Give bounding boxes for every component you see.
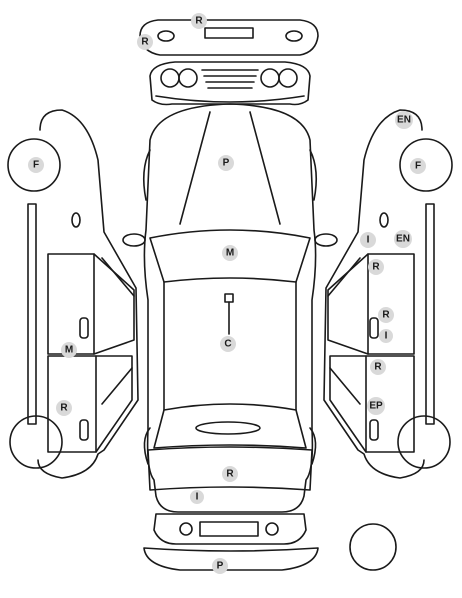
svg-text:R: R bbox=[195, 16, 203, 27]
svg-text:P: P bbox=[223, 158, 230, 169]
svg-text:F: F bbox=[33, 160, 39, 171]
svg-text:C: C bbox=[224, 339, 231, 350]
badge-right-front-door-handle[interactable]: R bbox=[378, 307, 394, 323]
badge-right-front-door-handle-lower[interactable]: I bbox=[379, 329, 393, 343]
right-side-view bbox=[323, 109, 453, 479]
badge-left-side-pillar[interactable]: M bbox=[61, 342, 77, 358]
svg-text:R: R bbox=[141, 37, 149, 48]
svg-text:R: R bbox=[382, 310, 390, 321]
svg-text:R: R bbox=[226, 469, 234, 480]
badge-right-mirror-area[interactable]: I bbox=[360, 232, 376, 248]
svg-text:R: R bbox=[374, 362, 382, 373]
car-body-top-view bbox=[122, 103, 338, 513]
badge-trunk[interactable]: R bbox=[222, 466, 238, 482]
badge-rear-bumper-top[interactable]: R bbox=[191, 13, 207, 29]
svg-text:I: I bbox=[196, 492, 199, 503]
svg-text:EN: EN bbox=[397, 115, 411, 126]
svg-text:F: F bbox=[415, 161, 421, 172]
svg-text:EP: EP bbox=[369, 401, 383, 412]
badge-roof[interactable]: C bbox=[220, 336, 236, 352]
badge-left-rear-door[interactable]: R bbox=[56, 400, 72, 416]
badge-left-front-wheel[interactable]: F bbox=[28, 157, 44, 173]
badge-rear-bumper-left[interactable]: R bbox=[137, 34, 153, 50]
badge-right-front-wheel[interactable]: F bbox=[410, 158, 426, 174]
svg-text:P: P bbox=[217, 561, 224, 572]
rear-bumper-view bbox=[139, 19, 319, 56]
badge-front-bumper[interactable]: P bbox=[212, 558, 228, 574]
badge-windshield[interactable]: M bbox=[222, 245, 238, 261]
svg-text:I: I bbox=[385, 331, 388, 342]
badge-right-front-door-upper[interactable]: R bbox=[368, 259, 384, 275]
svg-text:EN: EN bbox=[396, 234, 410, 245]
badge-right-rear-door-lower[interactable]: EP bbox=[367, 397, 385, 415]
svg-text:R: R bbox=[372, 262, 380, 273]
svg-text:M: M bbox=[226, 248, 234, 259]
badge-right-fender-lower[interactable]: EN bbox=[394, 230, 412, 248]
front-bumper-view bbox=[143, 513, 319, 571]
badge-hood[interactable]: P bbox=[218, 155, 234, 171]
rear-panel-view bbox=[149, 61, 311, 106]
svg-text:I: I bbox=[367, 235, 370, 246]
spare-wheel bbox=[349, 523, 397, 571]
left-side-view bbox=[7, 109, 139, 479]
svg-text:M: M bbox=[65, 345, 73, 356]
badge-right-fender-top[interactable]: EN bbox=[395, 111, 413, 129]
svg-text:R: R bbox=[60, 403, 68, 414]
badge-right-rear-door[interactable]: R bbox=[370, 359, 386, 375]
badge-rear-lower[interactable]: I bbox=[190, 490, 204, 504]
